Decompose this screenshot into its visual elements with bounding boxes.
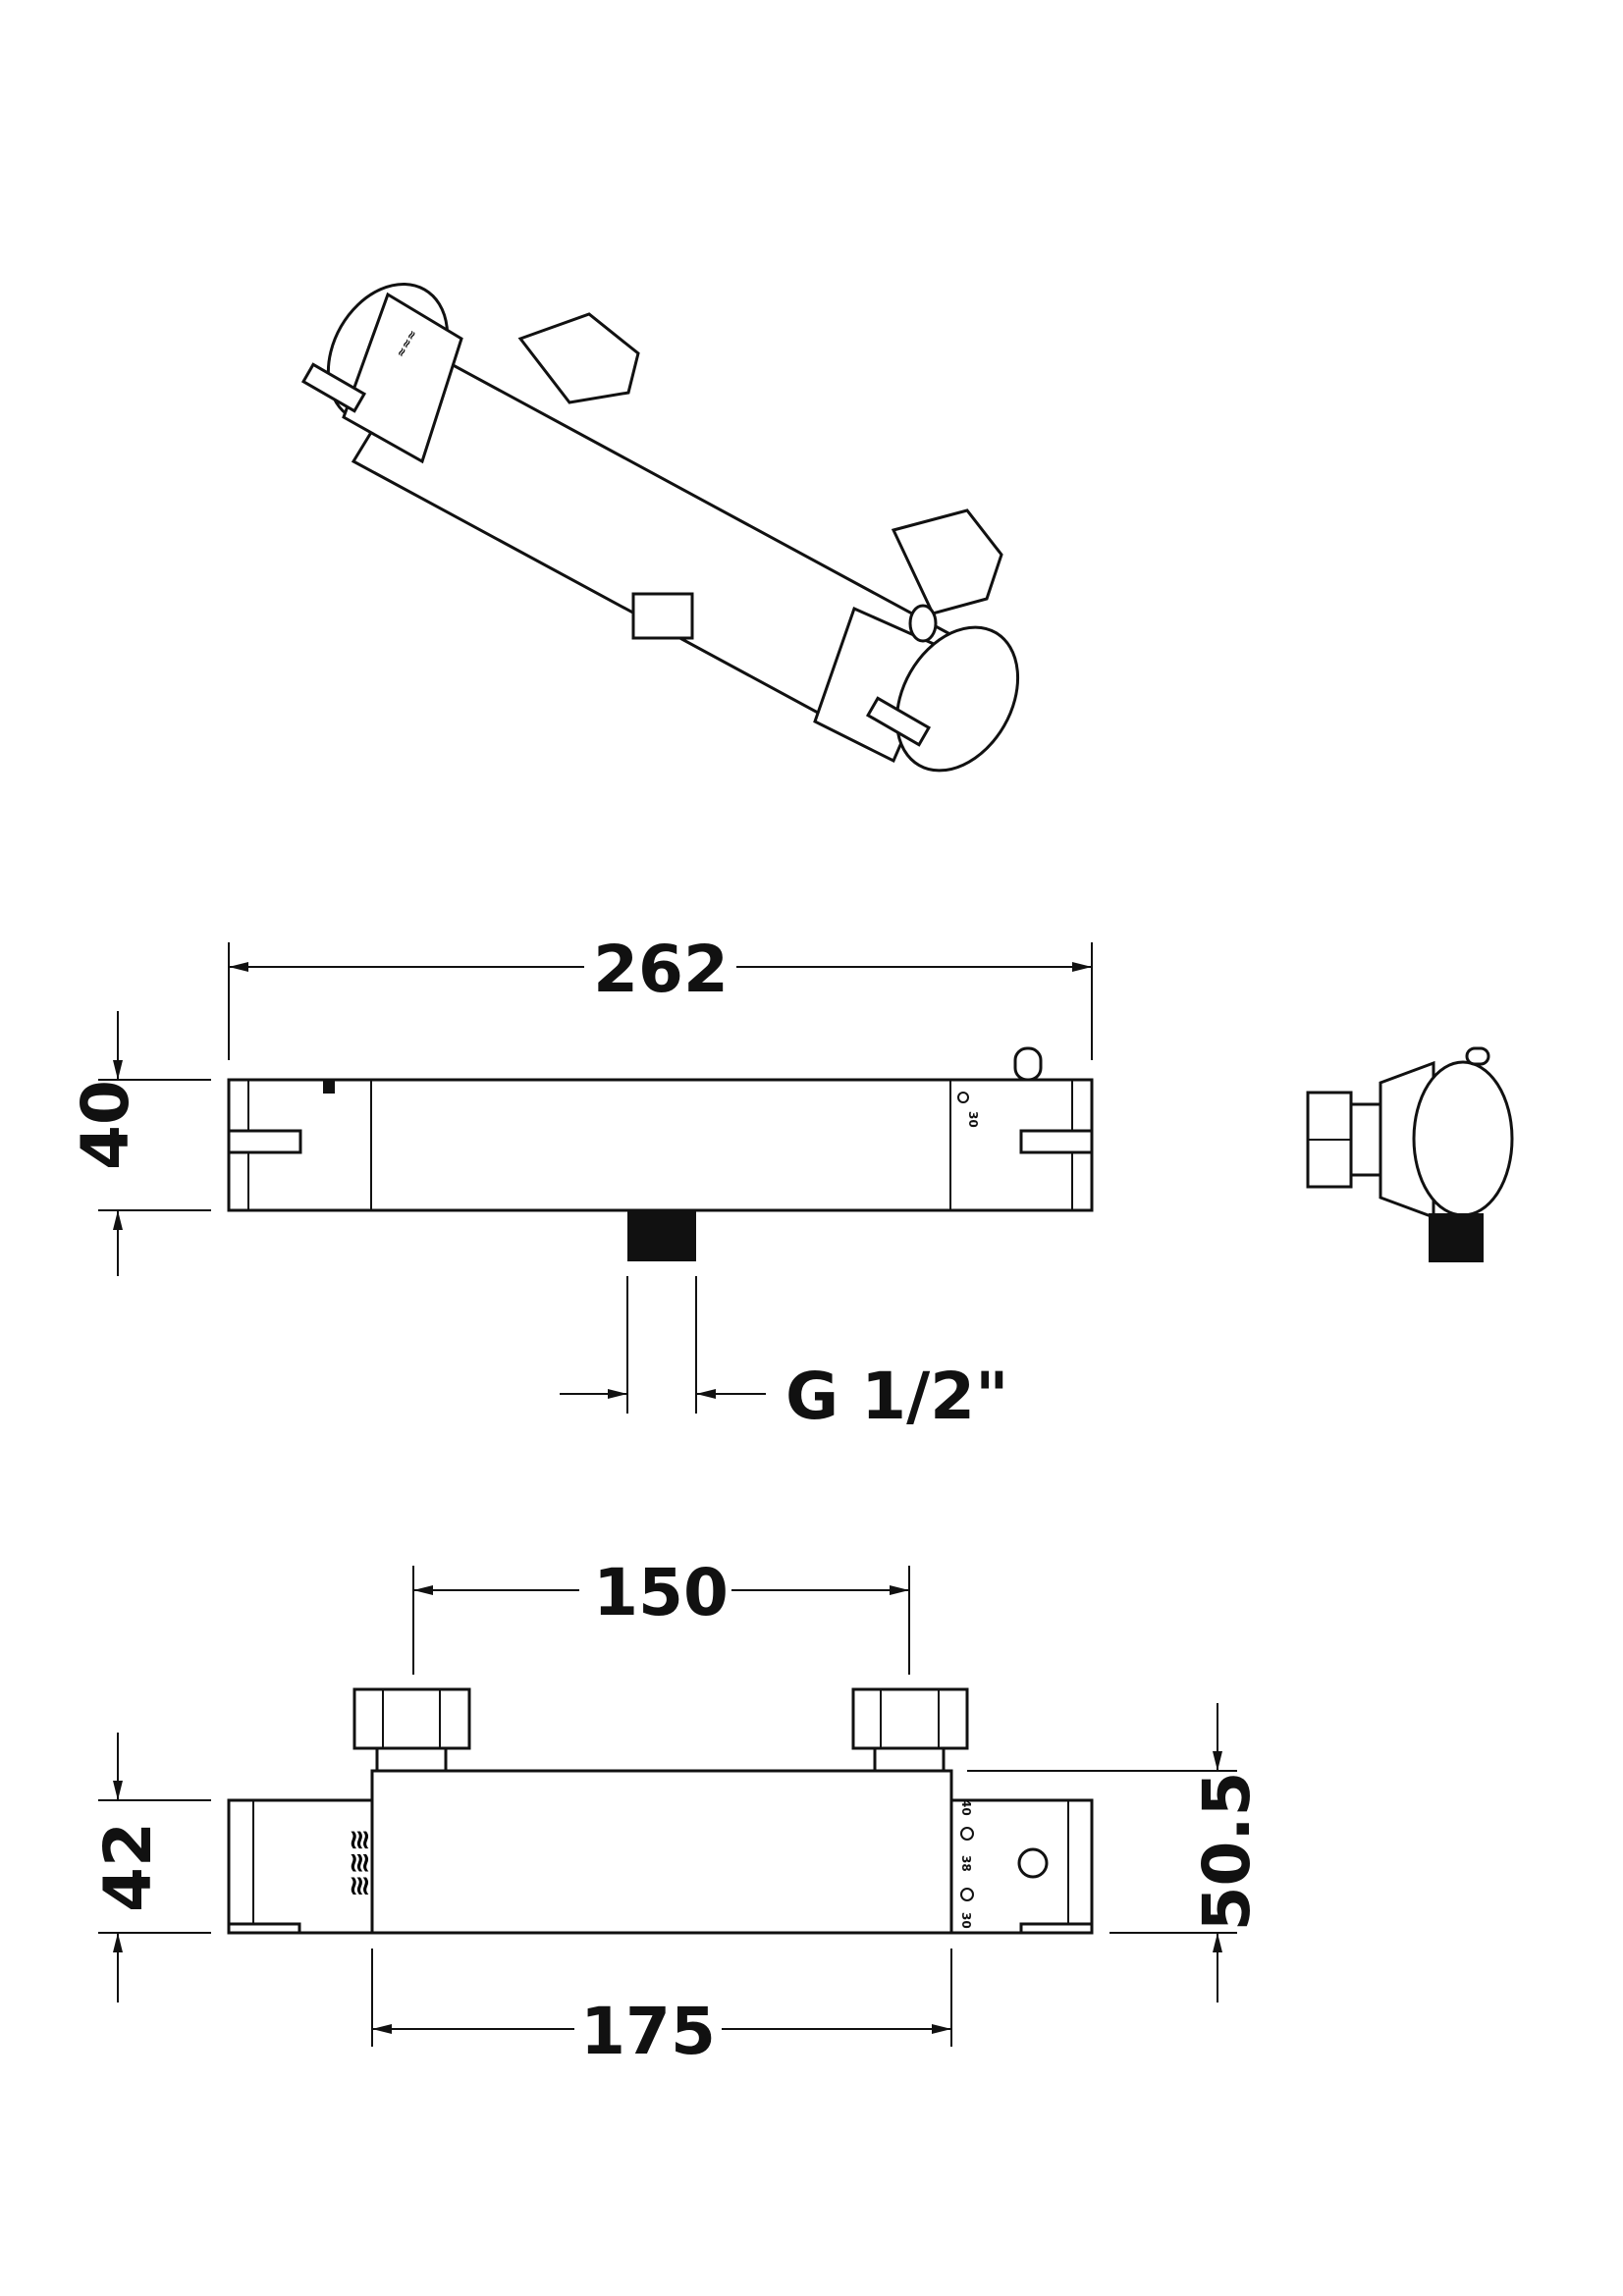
front-safety-button <box>1017 1847 1049 1879</box>
inlet-nut-left <box>352 1687 471 1750</box>
side-safety-button <box>1013 1046 1043 1082</box>
side-lever-left <box>227 1129 302 1154</box>
side-lever-right <box>1019 1129 1094 1154</box>
iso-lever-left <box>300 362 367 413</box>
iso-safety-button <box>908 604 938 643</box>
front-body <box>370 1769 953 1935</box>
isometric-view: ≈≈≈ <box>300 282 1020 773</box>
front-dial-40: 40 <box>959 1799 973 1816</box>
side-view: 262 30 G 1/2" 40 <box>68 932 1094 1434</box>
iso-inlet-nut-left <box>517 312 640 404</box>
side-dial-30: 30 <box>966 1111 980 1128</box>
front-view: 150 ≋≋≋ 40 38 30 42 50.5 17 <box>90 1555 1265 2069</box>
iso-lever-right <box>865 696 932 747</box>
iso-temperature-handle <box>894 625 1020 773</box>
front-flow-wave-icon: ≋≋≋ <box>343 1829 375 1897</box>
dim-height-side: 40 <box>68 1080 143 1170</box>
inlet-nut-right <box>851 1687 969 1750</box>
iso-inlet-nut-right <box>891 508 1003 615</box>
front-dial-38: 38 <box>959 1855 973 1872</box>
side-wave-icon <box>323 1080 335 1094</box>
side-body <box>227 1078 1094 1212</box>
dim-inlet-centres: 150 <box>593 1555 729 1630</box>
iso-left-sleeve <box>342 292 463 464</box>
end-view <box>1306 1046 1514 1262</box>
end-safety-button <box>1465 1046 1490 1066</box>
dim-body-length: 175 <box>580 1994 716 2069</box>
dim-height-with-inlets: 50.5 <box>1189 1772 1265 1932</box>
end-handle <box>1412 1060 1514 1217</box>
iso-outlet-thread <box>631 592 694 640</box>
dim-outlet-thread: G 1/2" <box>785 1359 1009 1434</box>
end-outlet-thread <box>1429 1213 1484 1262</box>
dim-overall-length: 262 <box>593 932 729 1007</box>
side-dial-dot <box>957 1092 969 1103</box>
front-dial-30: 30 <box>959 1912 973 1929</box>
outlet-thread <box>627 1210 696 1261</box>
dim-height-front: 42 <box>90 1822 166 1912</box>
